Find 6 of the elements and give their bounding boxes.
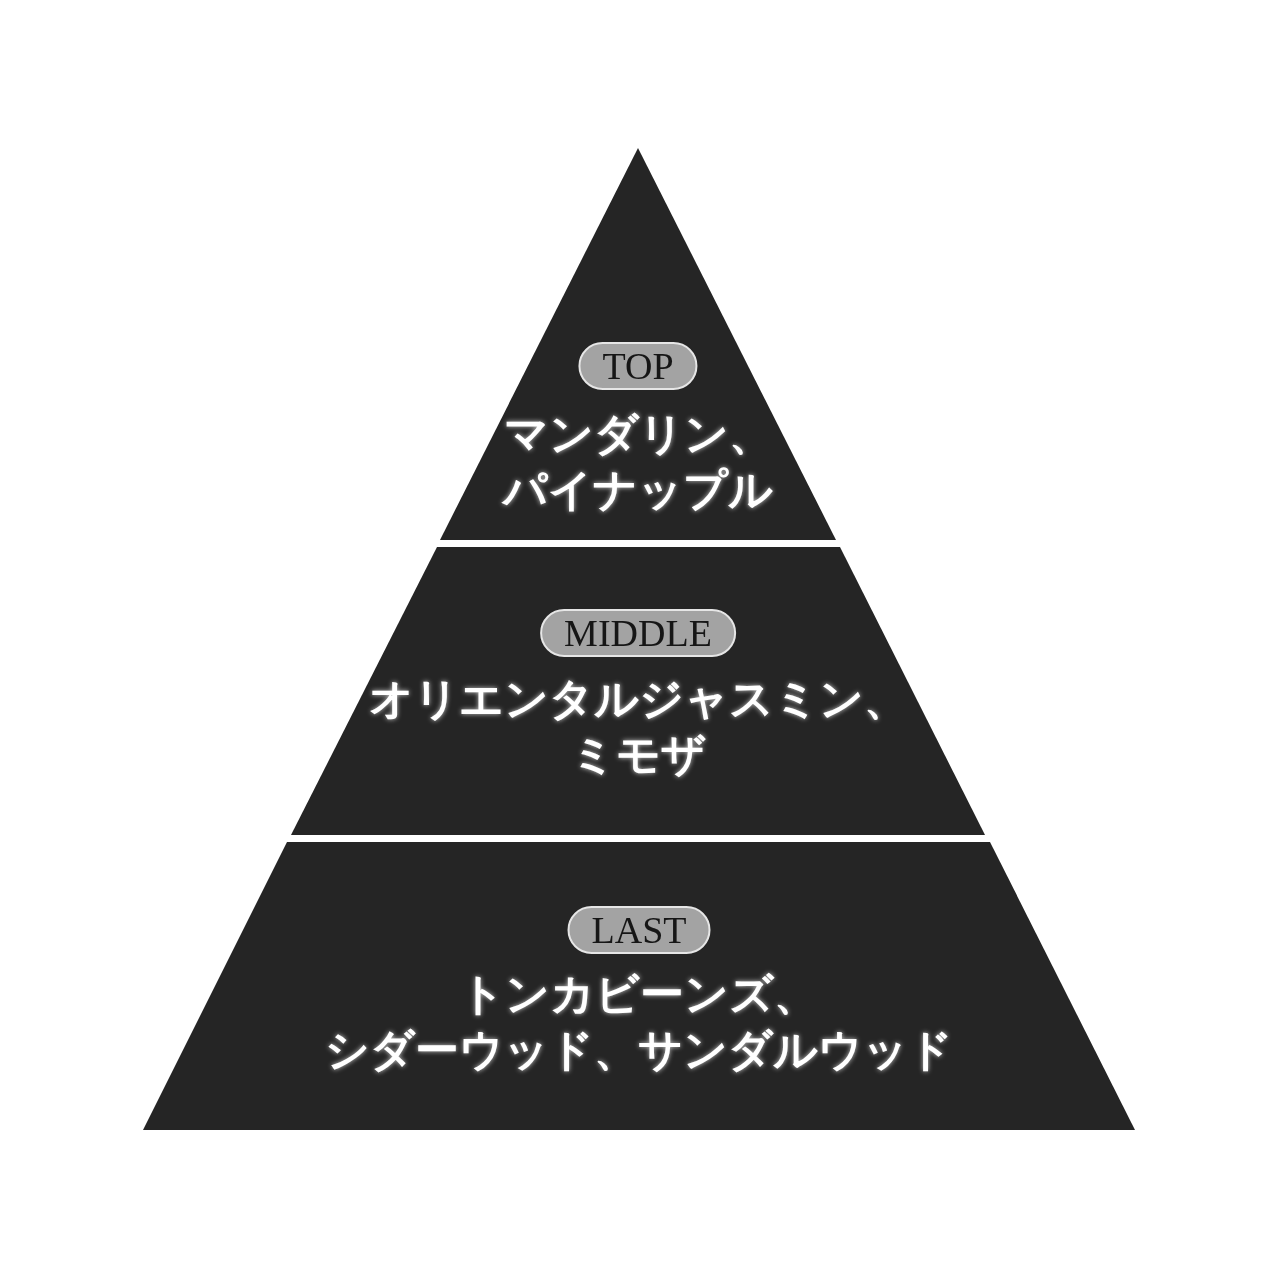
- note-list: オリエンタルジャスミン、ミモザ: [368, 671, 908, 783]
- tier-label: TOP: [578, 342, 698, 390]
- note-list: トンカビーンズ、シダーウッド、サンダルウッド: [325, 966, 953, 1078]
- note-list: マンダリン、パイナップル: [503, 406, 773, 518]
- tier-label: LAST: [567, 906, 711, 954]
- tier-label: MIDDLE: [540, 609, 736, 657]
